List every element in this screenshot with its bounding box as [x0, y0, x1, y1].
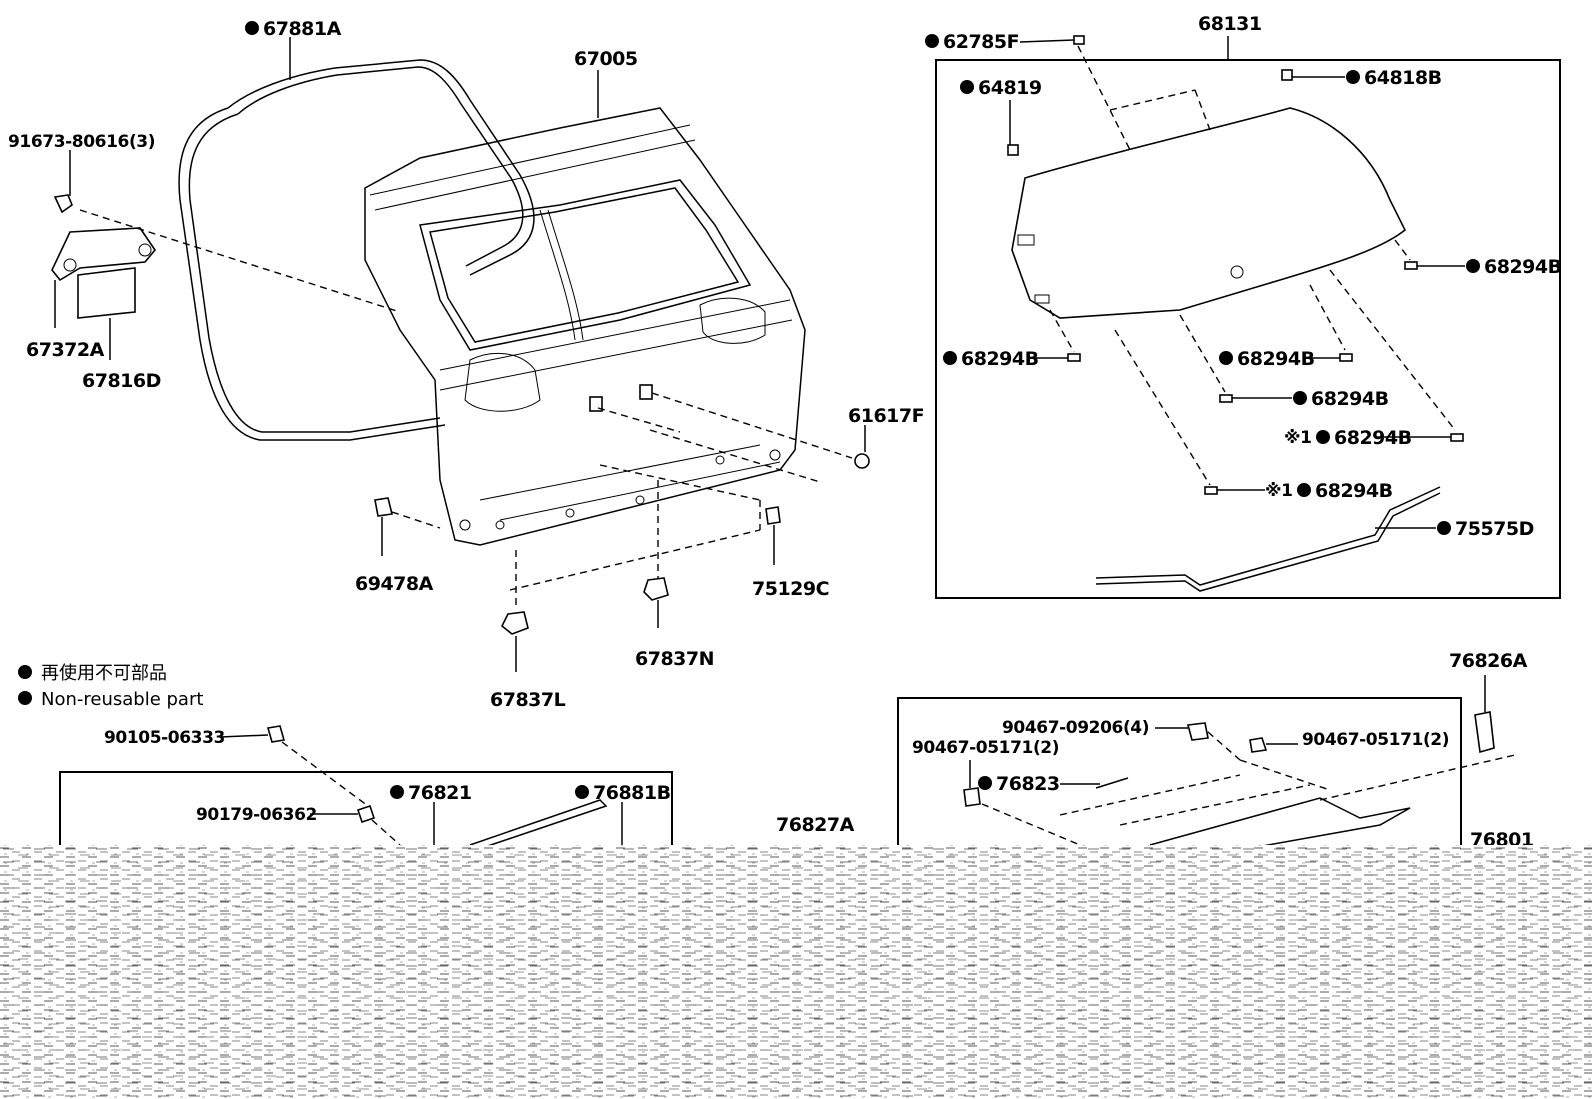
- clip-drawing: [854, 453, 870, 469]
- scan-noise-band: [0, 845, 1592, 1099]
- mark-asterisk-1: ※1: [1284, 428, 1312, 448]
- label-76826A[interactable]: 76826A: [1449, 650, 1528, 672]
- label-76823[interactable]: 76823: [996, 773, 1060, 795]
- bullet-icon: [1437, 521, 1451, 535]
- bullet-icon: [18, 665, 32, 679]
- legend: 再使用不可部品 Non-reusable part: [18, 663, 203, 710]
- bullet-icon: [245, 21, 259, 35]
- legend-jp: 再使用不可部品: [41, 663, 167, 684]
- label-90467-05171-left[interactable]: 90467-05171(2): [912, 738, 1060, 758]
- bullet-icon: [18, 691, 32, 705]
- label-90179-06362[interactable]: 90179-06362: [196, 805, 317, 825]
- bullet-icon: [390, 785, 404, 799]
- label-67816D[interactable]: 67816D: [82, 370, 161, 392]
- glass-drawing: [1007, 35, 1464, 592]
- clip-l-drawing: [500, 611, 529, 635]
- label-90105-06333[interactable]: 90105-06333: [104, 728, 225, 748]
- label-68294B-mid[interactable]: 68294B: [1237, 348, 1315, 370]
- bullet-icon: [1346, 70, 1360, 84]
- label-61617F[interactable]: 61617F: [848, 405, 925, 427]
- label-90467-05171-right[interactable]: 90467-05171(2): [1302, 730, 1450, 750]
- clip-n-drawing: [643, 577, 669, 601]
- leaders-glass: [1009, 39, 1465, 529]
- lower-right-group: [897, 675, 1516, 851]
- leaders-left: [54, 37, 866, 672]
- bullet-icon: [1293, 391, 1307, 405]
- label-68294B-right[interactable]: 68294B: [1484, 256, 1562, 278]
- bullet-icon: [1316, 430, 1330, 444]
- label-67005[interactable]: 67005: [574, 48, 638, 70]
- bullet-icon: [925, 34, 939, 48]
- label-67372A[interactable]: 67372A: [26, 339, 105, 361]
- label-67837N[interactable]: 67837N: [635, 648, 715, 670]
- label-68131[interactable]: 68131: [1198, 13, 1262, 35]
- cushion-drawing: [374, 497, 393, 517]
- bullet-icon: [575, 785, 589, 799]
- label-68294B-mid2[interactable]: 68294B: [1311, 388, 1389, 410]
- label-68294B-x1b[interactable]: 68294B: [1315, 480, 1393, 502]
- label-76881B[interactable]: 76881B: [593, 782, 671, 804]
- label-62785F[interactable]: 62785F: [943, 31, 1020, 53]
- bullet-icon: [1297, 483, 1311, 497]
- label-90467-09206[interactable]: 90467-09206(4): [1002, 718, 1150, 738]
- legend-en: Non-reusable part: [41, 689, 203, 710]
- label-67837L[interactable]: 67837L: [490, 689, 566, 711]
- label-91673-80616[interactable]: 91673-80616(3): [8, 132, 156, 152]
- lower-left-group: [59, 725, 673, 851]
- stopper-drawing: [765, 506, 781, 525]
- label-68294B-left[interactable]: 68294B: [961, 348, 1039, 370]
- bullet-icon: [943, 351, 957, 365]
- mark-asterisk-1: ※1: [1265, 481, 1293, 501]
- label-68294B-x1a[interactable]: 68294B: [1334, 427, 1412, 449]
- door-weatherstrip-drawing: [178, 59, 535, 441]
- label-75575D[interactable]: 75575D: [1455, 518, 1534, 540]
- label-69478A[interactable]: 69478A: [355, 573, 434, 595]
- bullet-icon: [1219, 351, 1233, 365]
- label-67881A[interactable]: 67881A: [263, 18, 342, 40]
- label-64819[interactable]: 64819: [978, 77, 1042, 99]
- label-75129C[interactable]: 75129C: [752, 578, 830, 600]
- label-76821[interactable]: 76821: [408, 782, 472, 804]
- bullet-icon: [960, 80, 974, 94]
- bullet-icon: [978, 776, 992, 790]
- label-64818B[interactable]: 64818B: [1364, 67, 1442, 89]
- glass-group-frame: [935, 59, 1561, 599]
- back-door-panel-drawing: [364, 107, 806, 546]
- hinge-drawing: [51, 194, 157, 319]
- bullet-icon: [1466, 259, 1480, 273]
- label-76827A[interactable]: 76827A: [776, 814, 855, 836]
